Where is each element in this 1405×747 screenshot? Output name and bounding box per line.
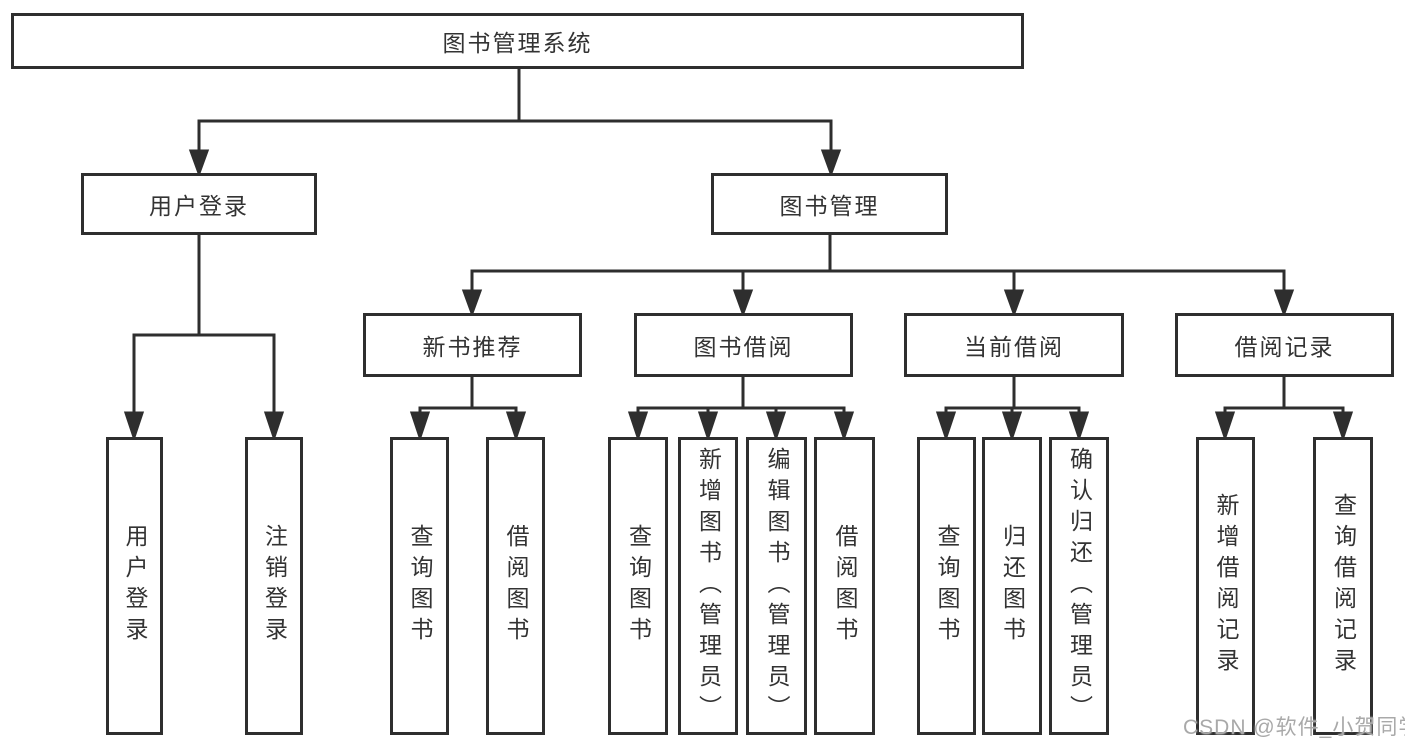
node-borrow-record-label: 借阅记录: [1234, 334, 1335, 360]
leaf-user-login-label: 用户登录: [122, 524, 148, 648]
leaf-logout: 注销登录: [245, 437, 303, 735]
leaf-logout-label: 注销登录: [261, 524, 288, 648]
leaf-current-query-label: 查询图书: [934, 524, 960, 648]
node-current-borrow: 当前借阅: [904, 313, 1124, 377]
connector-newbookrec-to-leaves: [409, 377, 527, 442]
leaf-newbook-query: 查询图书: [390, 437, 449, 735]
leaf-newbook-borrow-label: 借阅图书: [503, 524, 529, 648]
node-new-book-recommend-label: 新书推荐: [422, 334, 523, 360]
node-borrow-record: 借阅记录: [1175, 313, 1394, 377]
connector-borrowrecord-to-leaves: [1214, 377, 1354, 442]
leaf-current-confirm-admin-label: 确认归还（管理员）: [1066, 446, 1093, 726]
leaf-borrow-query-label: 查询图书: [625, 524, 652, 648]
node-root: 图书管理系统: [11, 13, 1024, 69]
leaf-borrow-add-admin: 新增图书（管理员）: [678, 437, 738, 735]
node-book-management: 图书管理: [711, 173, 948, 235]
node-root-label: 图书管理系统: [442, 30, 593, 56]
leaf-current-query: 查询图书: [917, 437, 976, 735]
leaf-current-confirm-admin: 确认归还（管理员）: [1049, 437, 1109, 735]
connector-userlogin-to-leaves: [123, 235, 285, 442]
leaf-borrow-borrow-label: 借阅图书: [832, 524, 858, 648]
node-user-login: 用户登录: [81, 173, 317, 235]
node-current-borrow-label: 当前借阅: [964, 334, 1064, 360]
leaf-borrow-query: 查询图书: [608, 437, 668, 735]
connector-bookborrow-to-leaves: [627, 377, 855, 442]
leaf-record-query-label: 查询借阅记录: [1330, 493, 1357, 679]
leaf-user-login: 用户登录: [106, 437, 163, 735]
leaf-record-add-label: 新增借阅记录: [1213, 493, 1239, 679]
leaf-newbook-query-label: 查询图书: [407, 524, 433, 648]
leaf-borrow-edit-admin-label: 编辑图书（管理员）: [764, 446, 790, 726]
connector-root-to-level2: [188, 68, 842, 178]
leaf-current-return: 归还图书: [982, 437, 1042, 735]
node-user-login-label: 用户登录: [149, 193, 249, 219]
leaf-current-return-label: 归还图书: [999, 524, 1026, 648]
node-book-borrow-label: 图书借阅: [693, 334, 794, 360]
connector-currentborrow-to-leaves: [935, 377, 1090, 442]
node-book-borrow: 图书借阅: [634, 313, 853, 377]
leaf-record-query: 查询借阅记录: [1313, 437, 1373, 735]
leaf-borrow-add-admin-label: 新增图书（管理员）: [695, 446, 722, 726]
csdn-watermark: CSDN @软件_小贺同学: [1183, 716, 1405, 739]
connector-bookmgmt-to-level3: [461, 235, 1295, 318]
leaf-newbook-borrow: 借阅图书: [486, 437, 545, 735]
node-new-book-recommend: 新书推荐: [363, 313, 582, 377]
node-book-management-label: 图书管理: [779, 193, 880, 219]
leaf-record-add: 新增借阅记录: [1196, 437, 1255, 735]
leaf-borrow-edit-admin: 编辑图书（管理员）: [746, 437, 807, 735]
leaf-borrow-borrow: 借阅图书: [814, 437, 875, 735]
